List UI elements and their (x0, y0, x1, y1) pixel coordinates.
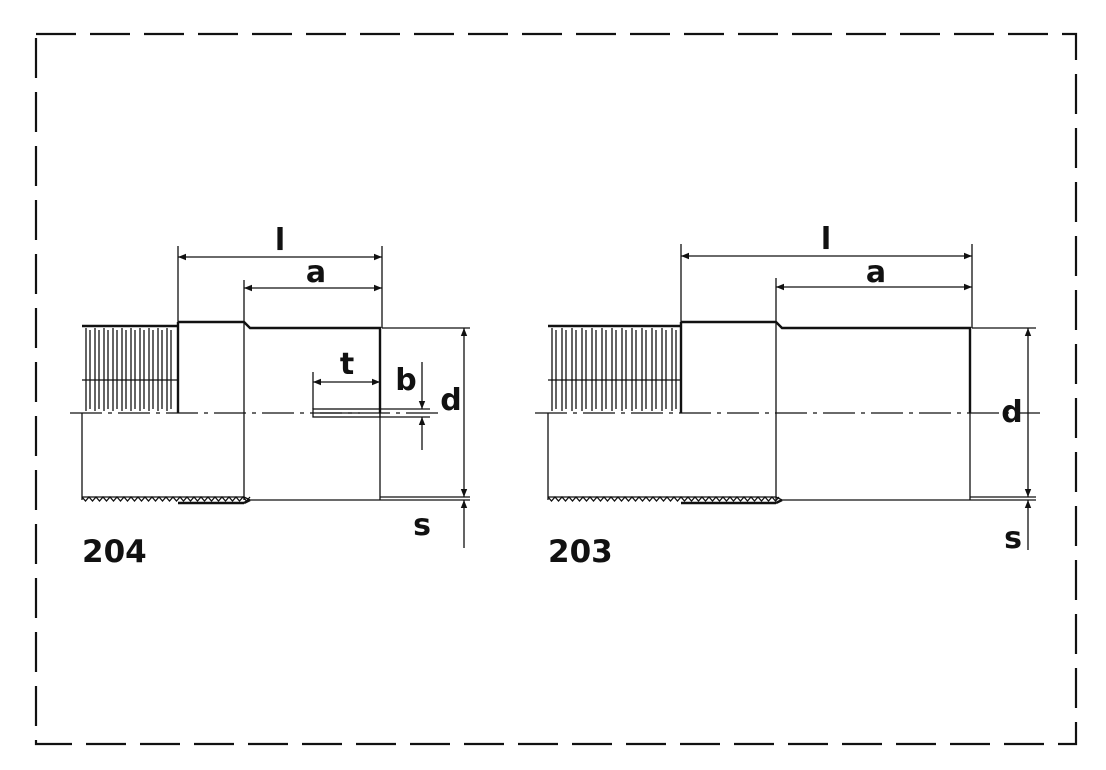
part-204-number: 204 (82, 534, 147, 570)
part-203-label-l: l (821, 222, 831, 257)
part-203-label-d: d (1001, 395, 1022, 430)
part-203-drawing: l a d s 203 (535, 222, 1040, 570)
part-204-body-outline (178, 320, 382, 413)
thread-ridge (547, 496, 780, 502)
part-204-label-l: l (275, 223, 285, 258)
part-204-label-t: t (340, 347, 354, 382)
part-203-thread (548, 322, 683, 413)
part-204-label-s: s (413, 508, 431, 543)
part-204-thread (82, 322, 180, 413)
part-204-label-d: d (440, 383, 461, 418)
part-204-label-b: b (395, 363, 416, 398)
part-204-label-a: a (306, 255, 326, 290)
part-204-drawing: l a t b d s 204 (70, 223, 470, 570)
part-203-body-outline (681, 320, 972, 413)
drawing-frame (34, 32, 1078, 746)
part-203-label-s: s (1004, 521, 1022, 556)
thread-ridge (81, 496, 251, 502)
part-203-number: 203 (548, 534, 613, 570)
part-203-label-a: a (866, 255, 886, 290)
part-204-slot (312, 408, 381, 418)
